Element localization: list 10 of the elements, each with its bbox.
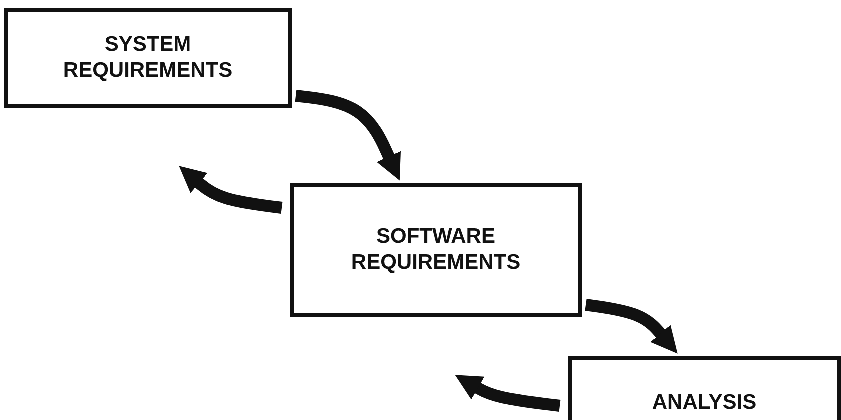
- box-label: SOFTWARE REQUIREMENTS: [351, 224, 521, 276]
- curved-arrow: [295, 90, 401, 181]
- curved-arrow: [585, 299, 678, 354]
- box-label: SYSTEM REQUIREMENTS: [63, 32, 233, 84]
- process-box: [4, 8, 292, 108]
- box-label: ANALYSIS: [652, 390, 757, 416]
- curved-arrow: [455, 375, 561, 412]
- process-box: [568, 356, 841, 420]
- curved-arrow: [179, 166, 283, 214]
- process-box: [290, 183, 582, 317]
